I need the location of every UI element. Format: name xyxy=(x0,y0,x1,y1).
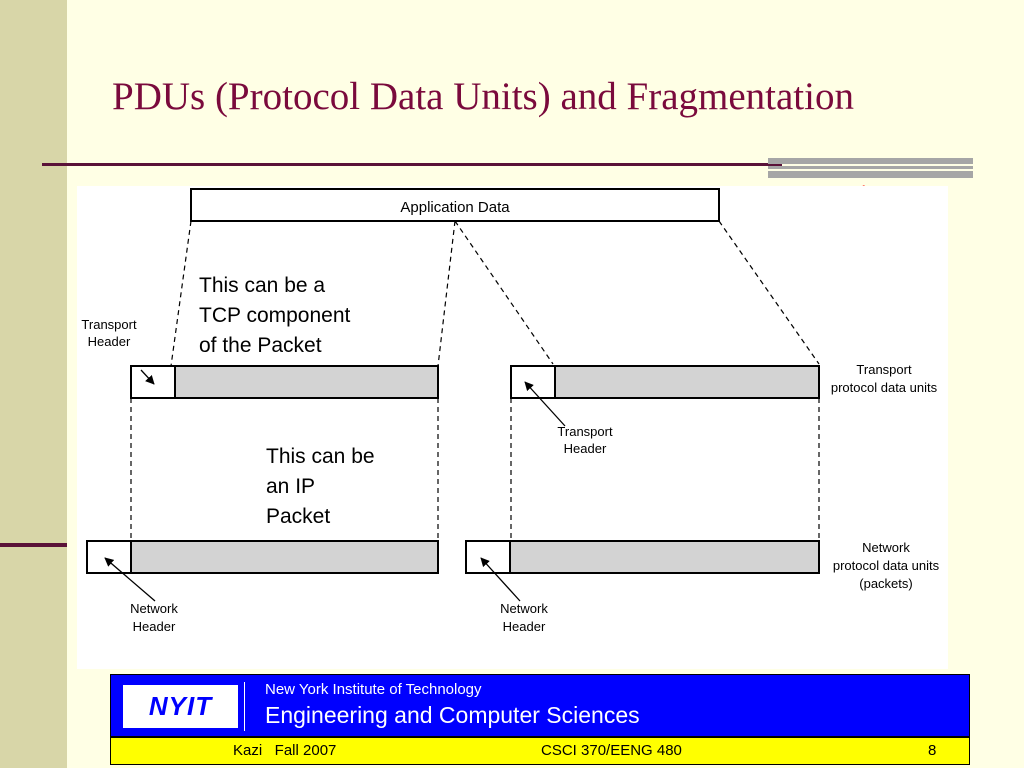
slide-title: PDUs (Protocol Data Units) and Fragmenta… xyxy=(112,75,854,118)
transport-pdus-label-2: protocol data units xyxy=(831,380,938,395)
network-pdu-left xyxy=(86,540,439,574)
network-header-right-arrow xyxy=(480,557,521,602)
application-data-label: Application Data xyxy=(400,199,510,216)
footer-banner: NYIT New York Institute of Technology En… xyxy=(110,674,970,737)
ip-note-line: an IP xyxy=(266,475,316,498)
fragmentation-lines xyxy=(130,220,820,540)
department-name: Engineering and Computer Sciences xyxy=(265,702,640,728)
title-accent-bar xyxy=(768,158,973,178)
footer-info-bar: Kazi Fall 2007 CSCI 370/EENG 480 8 xyxy=(110,737,970,765)
footer-course: CSCI 370/EENG 480 xyxy=(541,742,682,759)
left-decor-rule xyxy=(0,543,67,547)
pdu-diagram-svg: Application Data xyxy=(81,188,940,634)
transport-header-left-label-1: Transport xyxy=(81,317,137,332)
network-header-left-label-2: Header xyxy=(133,619,176,634)
network-pdus-label-3: (packets) xyxy=(859,576,912,591)
tcp-note-line: of the Packet xyxy=(199,334,322,357)
network-header-right-label-1: Network xyxy=(500,601,548,616)
transport-header-right-label-2: Header xyxy=(564,441,607,456)
network-pdus-label-1: Network xyxy=(862,540,910,555)
transport-header-left-arrow xyxy=(140,369,155,385)
transport-pdu-left xyxy=(130,365,439,399)
ip-note: This can be an IP Packet xyxy=(266,442,375,532)
transport-header-left-label-2: Header xyxy=(88,334,131,349)
network-header-left-arrow xyxy=(104,557,156,602)
institution-name: New York Institute of Technology xyxy=(265,681,482,698)
transport-header-right-arrow xyxy=(524,381,566,427)
ip-note-line: This can be xyxy=(266,445,375,468)
nyit-logo: NYIT xyxy=(123,685,238,728)
transport-pdus-label-1: Transport xyxy=(856,362,912,377)
transport-pdu-right xyxy=(510,365,820,399)
nyit-logo-text: NYIT xyxy=(148,691,213,721)
network-pdus-label-2: protocol data units xyxy=(833,558,940,573)
network-header-right-label-2: Header xyxy=(503,619,546,634)
network-pdu-right xyxy=(465,540,820,574)
left-decor-band xyxy=(0,0,67,768)
logo-separator xyxy=(244,682,245,731)
transport-header-right-label-1: Transport xyxy=(557,424,613,439)
tcp-note-line: TCP component xyxy=(199,304,351,327)
ip-note-line: Packet xyxy=(266,505,331,528)
tcp-note-line: This can be a xyxy=(199,274,326,297)
pdu-diagram: Application Data xyxy=(77,186,948,669)
footer-page-number: 8 xyxy=(928,742,937,759)
footer-author-term: Kazi Fall 2007 xyxy=(233,742,337,759)
tcp-note: This can be a TCP component of the Packe… xyxy=(199,271,350,361)
title-underline xyxy=(42,163,782,166)
network-header-left-label-1: Network xyxy=(130,601,178,616)
